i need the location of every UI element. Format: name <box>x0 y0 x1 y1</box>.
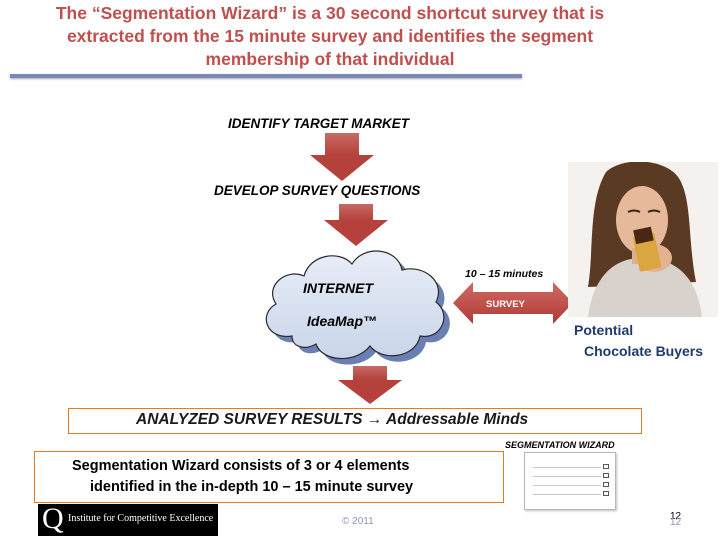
survey-arrow-label: SURVEY <box>486 299 525 310</box>
logo-mark: Q <box>42 502 64 535</box>
results-box <box>68 408 642 434</box>
survey-thumbnail-icon <box>524 452 616 510</box>
elements-line1: Segmentation Wizard consists of 3 or 4 e… <box>72 458 410 474</box>
down-arrow-icon <box>338 366 402 404</box>
down-arrow-icon <box>324 204 388 246</box>
cloud-label-ideamap: IdeaMap™ <box>307 313 378 329</box>
title-divider <box>10 74 522 78</box>
double-arrow-icon <box>453 282 573 324</box>
page-number: 12 <box>670 511 682 522</box>
potential-chocolate-buyers-label: Potential Chocolate Buyers <box>574 320 703 362</box>
logo-text: Institute for Competitive Excellence <box>68 513 214 524</box>
logo-background <box>38 504 218 536</box>
elements-box <box>34 451 504 503</box>
survey-duration-label: 10 – 15 minutes <box>465 268 544 280</box>
develop-survey-questions-label: DEVELOP SURVEY QUESTIONS <box>214 183 421 198</box>
page-number-shadow: 12 <box>670 517 682 528</box>
slide-title: The “Segmentation Wizard” is a 30 second… <box>55 3 605 69</box>
woman-eating-chocolate-photo <box>568 162 718 317</box>
cloud-label-internet: INTERNET <box>303 280 373 296</box>
buyers-label-line1: Potential <box>574 322 634 338</box>
copyright: © 2011 <box>342 516 374 527</box>
elements-line2: identified in the in-depth 10 – 15 minut… <box>90 479 414 495</box>
buyers-label-line2: Chocolate Buyers <box>584 343 704 359</box>
down-arrow-icon <box>310 133 374 181</box>
elements-description: Segmentation Wizard consists of 3 or 4 e… <box>72 456 504 498</box>
cloud-icon <box>265 250 450 365</box>
identify-target-market-label: IDENTIFY TARGET MARKET <box>228 116 409 131</box>
analyzed-survey-results-label: ANALYZED SURVEY RESULTS → Addressable Mi… <box>136 411 529 428</box>
segmentation-wizard-label: SEGMENTATION WIZARD <box>505 440 615 450</box>
